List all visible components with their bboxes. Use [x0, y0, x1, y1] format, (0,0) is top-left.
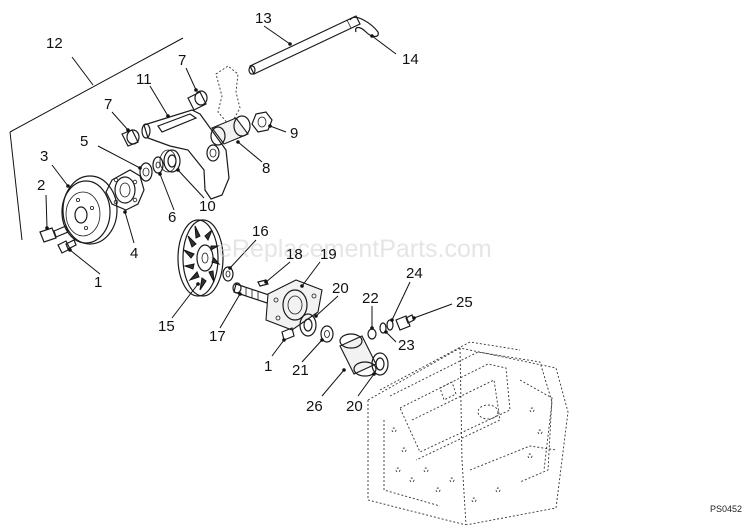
- callout-20-lower: 20: [346, 398, 363, 415]
- washer-part-21: [320, 325, 334, 343]
- callout-8: 8: [262, 160, 270, 177]
- bolt-part-2: [39, 225, 69, 243]
- callout-25: 25: [456, 294, 473, 311]
- callout-19: 19: [320, 246, 337, 263]
- washer-part-23: [379, 322, 387, 334]
- washer-part-22: [367, 328, 377, 340]
- impeller-part-15: [177, 219, 224, 297]
- bearing-part-20-lower: [371, 352, 389, 376]
- bolt-part-25: [395, 314, 415, 331]
- callout-6: 6: [168, 209, 176, 226]
- callout-7-lower: 7: [104, 96, 112, 113]
- key-part-18: [257, 279, 269, 287]
- bolt-part-1-lower: [281, 327, 295, 341]
- callout-1-lower: 1: [264, 358, 272, 375]
- callout-3: 3: [40, 148, 48, 165]
- bearing-part-20-upper: [299, 313, 317, 337]
- washer-part-24: [386, 319, 394, 331]
- callout-2: 2: [37, 177, 45, 194]
- callout-12: 12: [46, 35, 63, 52]
- callout-18: 18: [286, 246, 303, 263]
- rod-part-13: [248, 15, 361, 75]
- bushing-part-7-upper: [187, 90, 208, 111]
- callout-16: 16: [252, 223, 269, 240]
- pulley-part-3: [61, 175, 118, 245]
- callout-10: 10: [199, 198, 216, 215]
- callout-7-upper: 7: [178, 52, 186, 69]
- spacer-part-8: [210, 115, 251, 146]
- callout-13: 13: [255, 10, 272, 27]
- housing-part-19: [265, 279, 323, 331]
- callout-14: 14: [402, 51, 419, 68]
- callout-24: 24: [406, 265, 423, 282]
- callout-17: 17: [209, 328, 226, 345]
- hub-part-4: [105, 169, 145, 211]
- lever-arm-part-11: [141, 109, 230, 200]
- callout-20-upper: 20: [332, 280, 349, 297]
- clip-part-14: [349, 16, 379, 38]
- callout-26: 26: [306, 398, 323, 415]
- figure-code: PS0452: [710, 504, 742, 514]
- callout-15: 15: [158, 318, 175, 335]
- bushing-part-7-lower: [121, 129, 140, 147]
- dashed-chain-outline: [215, 65, 241, 127]
- callout-4: 4: [130, 245, 138, 262]
- callout-5: 5: [80, 133, 88, 150]
- callout-11: 11: [136, 71, 152, 88]
- callout-22: 22: [362, 290, 379, 307]
- dashed-housing-frame: [367, 341, 569, 525]
- callout-21: 21: [292, 362, 309, 379]
- callout-9: 9: [290, 125, 298, 142]
- callout-23: 23: [398, 337, 415, 354]
- washer-part-5: [139, 162, 153, 182]
- bearing-part-10: [159, 149, 181, 173]
- washer-part-16: [222, 266, 234, 282]
- watermark: eReplacementParts.com: [218, 235, 492, 263]
- callout-labels: 1 1 2 3 4 5 6 7 7 8 9 10 11 12 13 14 15 …: [37, 10, 473, 415]
- bolt-part-1-upper: [57, 239, 77, 254]
- washer-part-6: [152, 156, 164, 174]
- nut-part-9: [251, 111, 273, 133]
- leader-lines: [45, 25, 453, 397]
- callout-1-upper: 1: [94, 274, 102, 291]
- bracket-part-12: [9, 37, 184, 241]
